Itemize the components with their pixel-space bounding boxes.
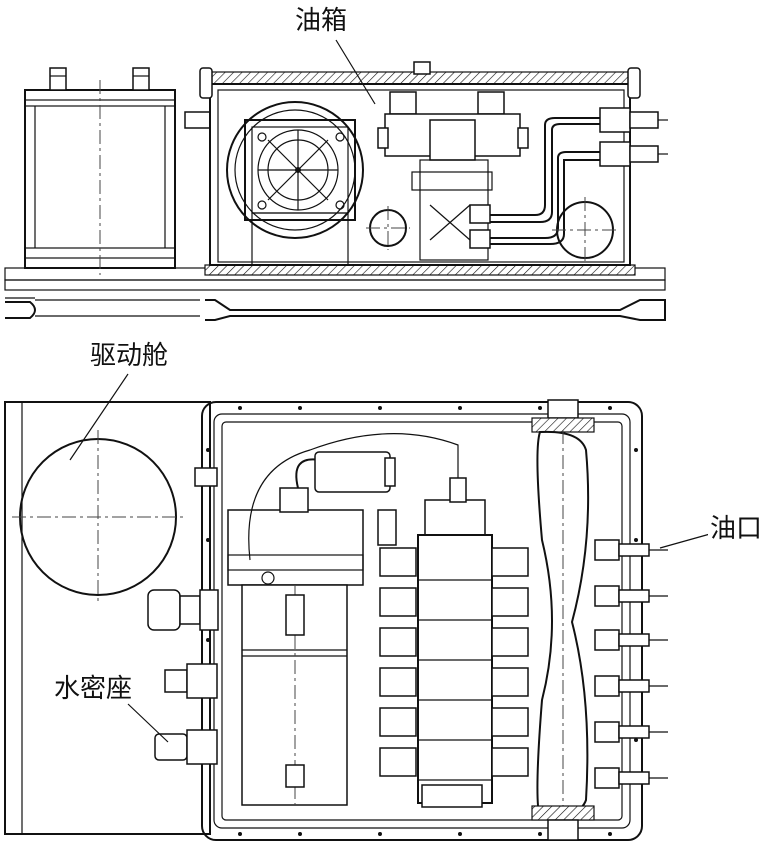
solenoid-valve: [377, 91, 529, 261]
oil-tank-leader: [335, 39, 376, 105]
watertight-seat-label: 水密座: [52, 674, 135, 704]
drive-cabin-cylinder: [24, 67, 211, 275]
side-oil-ports: [599, 107, 668, 167]
drive-cabin-leader: [69, 373, 129, 461]
oil-port-fittings: [594, 539, 668, 789]
drive-cabin-label: 驱动舱: [88, 341, 171, 371]
oil-tank-label: 油箱: [293, 6, 350, 36]
plan-view: [4, 399, 668, 841]
oil-port-label: 油口: [708, 514, 765, 544]
accumulator: [227, 433, 459, 806]
base-rail: [4, 267, 666, 321]
side-view: [4, 61, 668, 321]
watertight-seats: [147, 467, 219, 765]
bladder-tank: [531, 399, 595, 841]
motor-pump: [226, 101, 364, 266]
oil-tank: [199, 61, 668, 276]
watertight-seat-leader: [127, 703, 169, 743]
valve-stack: [377, 477, 529, 808]
oil-port-leader: [659, 533, 711, 549]
pipe-lines: [469, 117, 600, 249]
